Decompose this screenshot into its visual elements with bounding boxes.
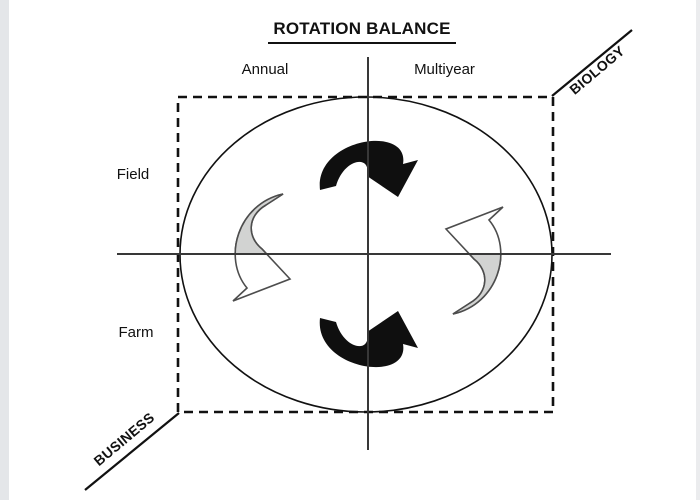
- rotate-arrow-right-icon: [445, 206, 504, 315]
- page-edge-strip-left: [0, 0, 9, 500]
- column-label-multiyear: Multiyear: [414, 61, 475, 78]
- rotate-arrow-left-icon: [232, 193, 291, 302]
- row-label-field: Field: [116, 166, 150, 183]
- row-label-farm: Farm: [118, 324, 154, 341]
- page-title: ROTATION BALANCE: [252, 19, 472, 44]
- page-edge-strip-right: [696, 0, 700, 500]
- business-diagonal-line: [84, 412, 180, 491]
- biology-diagonal-line: [551, 29, 633, 97]
- column-label-annual: Annual: [241, 61, 289, 78]
